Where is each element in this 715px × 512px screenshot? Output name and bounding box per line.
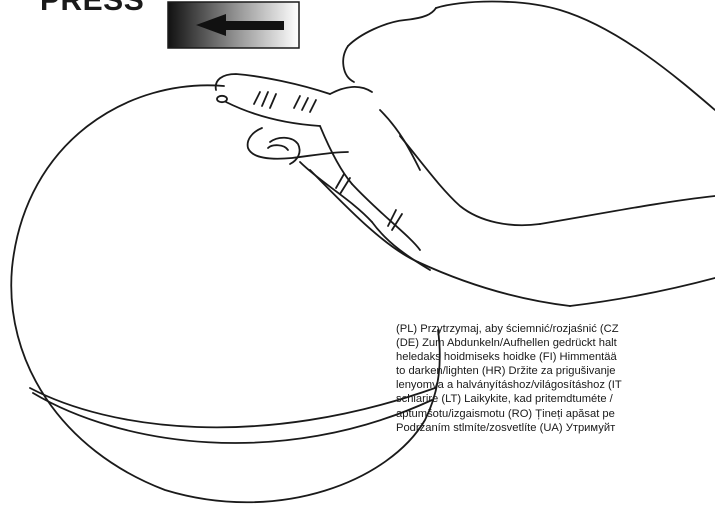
instruction-line: aptumšotu/izgaismotu (RO) Țineți apăsat … bbox=[396, 407, 715, 421]
instruction-line: schiarire (LT) Laikykite, kad pritemdtum… bbox=[396, 392, 715, 406]
instruction-line: to darken/lighten (HR) Držite za priguši… bbox=[396, 364, 715, 378]
multilingual-instructions: (PL) Przytrzymaj, aby ściemnić/rozjaśnić… bbox=[396, 322, 715, 435]
instruction-line: (PL) Przytrzymaj, aby ściemnić/rozjaśnić… bbox=[396, 322, 715, 336]
arrow-panel bbox=[168, 2, 299, 48]
instruction-line: heledaks hoidmiseks hoidke (FI) Himmentä… bbox=[396, 350, 715, 364]
instruction-line: Podržaním stlmíte/zosvetlíte (UA) Утриму… bbox=[396, 421, 715, 435]
dome-lamp-icon bbox=[11, 85, 440, 502]
instruction-line: lenyomva a halványításhoz/világosításhoz… bbox=[396, 378, 715, 392]
instruction-line: (DE) Zum Abdunkeln/Aufhellen gedrückt ha… bbox=[396, 336, 715, 350]
